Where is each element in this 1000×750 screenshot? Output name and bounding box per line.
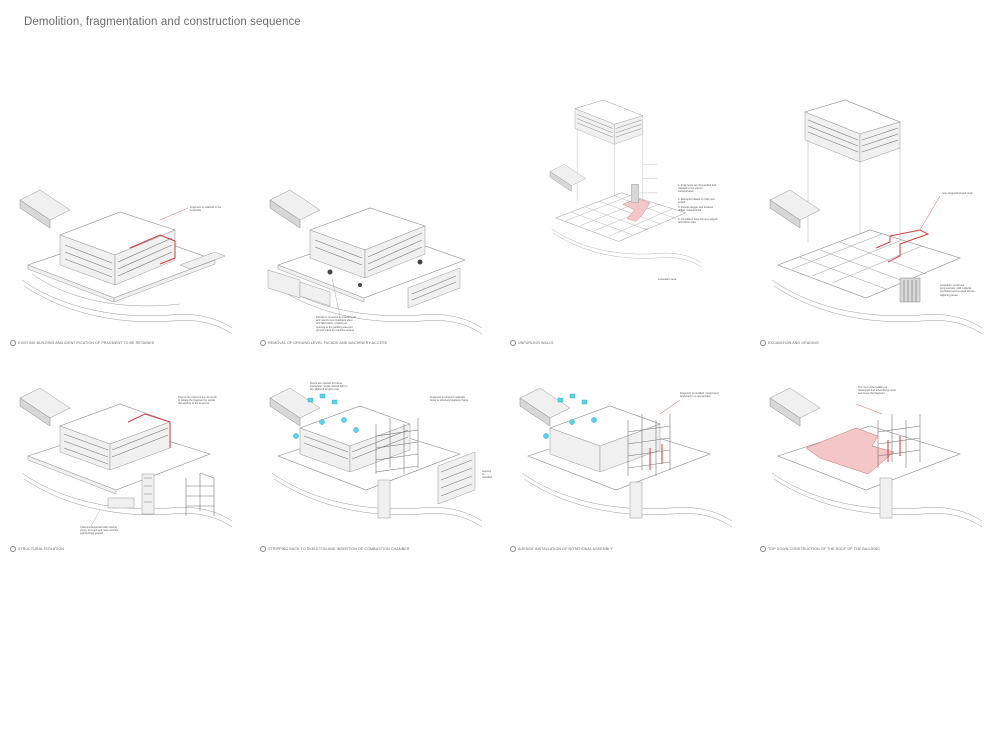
panel-6-drawing: [269, 387, 483, 528]
panel-3-drawing: [549, 99, 702, 268]
panel-6-caption: STRIPPING BACK TO SKELETON AND INSERTION…: [260, 546, 410, 552]
panel-4-caption-text: EXCAVATION AND GRADING: [768, 340, 819, 345]
panel-8-caption: TOP DOWN CONSTRUCTION OF THE ROOF OF THE…: [760, 546, 880, 552]
panel-7-caption: AGENCE INSTALLATION OF ROTATIONAL ASSEMB…: [510, 546, 613, 552]
panel-3: 1. Fragments are dismantled and stacked …: [510, 99, 740, 346]
panel-5-caption-text: STRUCTURAL ISOLATION: [18, 546, 64, 551]
panel-3-note-2: 2. Elements placed in order and sorted: [678, 198, 715, 205]
panel-1-drawing: [19, 189, 233, 335]
panel-3-caption: UNFURLING WALLS: [510, 340, 554, 346]
panel-8-note: The roof of the building is developed an…: [858, 386, 896, 396]
rotated-assembly: [627, 414, 671, 476]
panel-4-drawing: [769, 99, 983, 335]
panel-5: Tops of the columns are removed to isola…: [10, 378, 240, 552]
panel-5-note-low: Columns supported with shoring props, tr…: [80, 526, 119, 536]
page-title: Demolition, fragmentation and constructi…: [24, 16, 301, 28]
roof-fragment: [877, 414, 921, 468]
panel-3-grid: [565, 195, 676, 237]
panel-6-note-low: opening is revealed: [482, 470, 492, 480]
panel-1: Fragment to retained in the ensemble EXI…: [10, 170, 240, 346]
panel-8-drawing: [769, 387, 983, 528]
skeleton-frame: [375, 418, 419, 474]
isolated-frame: [185, 472, 215, 516]
panel-6-caption-text: STRIPPING BACK TO SKELETON AND INSERTION…: [268, 546, 410, 551]
panel-1-note: Fragment to retained in the ensemble: [190, 206, 222, 213]
panel-4-caption: EXCAVATION AND GRADING: [760, 340, 819, 346]
panel-2-drawing: [267, 189, 483, 335]
panel-6: Floors are opened for future interaction…: [260, 378, 492, 552]
panel-4-grid: [791, 233, 927, 290]
panel-7-note: Fragment is installed, rotated and ancho…: [680, 392, 719, 399]
panel-4-note-low: excavation continues progressively, with…: [940, 284, 975, 297]
panel-4: new stepped/ramped route excavation cont…: [760, 99, 990, 346]
panel-8: The roof of the building is developed an…: [760, 378, 990, 552]
panel-2: Facade is removed at ground level and us…: [260, 170, 490, 346]
panel-3-note-4: 4. Circulation zone forms a staged demol…: [678, 218, 718, 225]
panel-8-caption-text: TOP DOWN CONSTRUCTION OF THE ROOF OF THE…: [768, 546, 881, 551]
panel-7: Fragment is installed, rotated and ancho…: [510, 378, 740, 552]
panel-3-note-1: 1. Fragments are dismantled and stacked …: [678, 184, 717, 194]
panel-7-caption-text: AGENCE INSTALLATION OF ROTATIONAL ASSEMB…: [518, 546, 613, 551]
panel-3-caption-text: UNFURLING WALLS: [518, 340, 554, 345]
panel-6-note-2: Fragment is stripped materials down to s…: [430, 396, 469, 403]
panel-7-drawing: [519, 387, 733, 528]
panel-1-caption: EXISTING BUILDING AND IDENTIFICATION OF …: [10, 340, 154, 346]
panel-5-drawing: [19, 387, 233, 529]
panel-6-note-1: Floors are opened for future interaction…: [310, 382, 348, 392]
panel-3-note-3: 3. Panels stagger and lowered, drilled, …: [678, 206, 714, 213]
panel-2-caption: REMOVAL OF GROUND LEVEL FACADE AND MACHI…: [260, 340, 387, 346]
panel-5-note: Tops of the columns are removed to isola…: [178, 396, 217, 406]
panel-2-note: Facade is removed at ground level and us…: [316, 316, 356, 332]
panel-2-caption-text: REMOVAL OF GROUND LEVEL FACADE AND MACHI…: [268, 340, 388, 345]
panel-5-caption: STRUCTURAL ISOLATION: [10, 546, 64, 552]
panel-4-note: new stepped/ramped route: [942, 192, 973, 195]
panel-3-note-low: excavation area: [658, 278, 677, 281]
panel-1-caption-text: EXISTING BUILDING AND IDENTIFICATION OF …: [18, 340, 155, 345]
